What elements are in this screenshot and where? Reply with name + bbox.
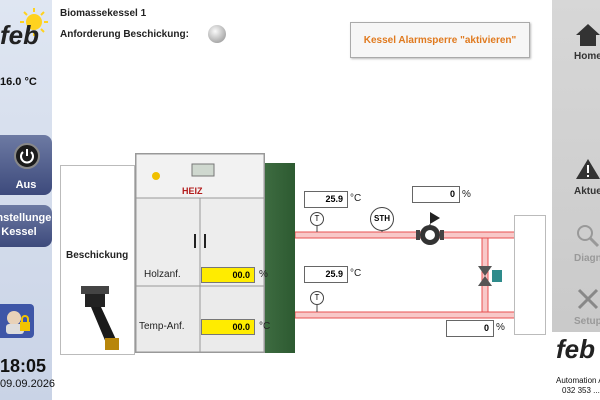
home-icon (576, 24, 600, 46)
right-sidebar: Home Aktuell Diagnose Setup feb Automati… (552, 0, 600, 400)
return-sensor-icon: T (310, 291, 324, 305)
wood-request-value[interactable]: 00.0 (201, 267, 255, 283)
off-button-label: Aus (15, 179, 37, 191)
safety-thermostat-icon: STH (370, 207, 394, 231)
temp-request-value[interactable]: 00.0 (201, 319, 255, 335)
current-label: Aktuell (574, 186, 600, 197)
left-sidebar: feb 16.0 °C Aus Einstellungen Kessel 18:… (0, 0, 59, 400)
temp-request-label: Temp-Anf. (139, 321, 185, 332)
feed-request-indicator (208, 25, 226, 43)
feed-area (60, 165, 135, 355)
tools-icon (577, 288, 599, 310)
brand-text: feb (556, 334, 595, 364)
settings-label-line1: Einstellungen (0, 212, 59, 224)
wood-request-unit: % (259, 269, 268, 280)
feed-label: Beschickung (66, 250, 129, 261)
page-title: Biomassekessel 1 (60, 8, 147, 19)
off-button[interactable]: Aus (0, 135, 52, 195)
diagnose-label: Diagnose (574, 253, 600, 264)
mixer-unit: % (496, 322, 505, 333)
home-label: Home (574, 51, 600, 62)
clock-date: 09.09.2026 (0, 378, 56, 390)
mixer-value: 0 (446, 320, 494, 337)
temp-request-unit: °C (259, 321, 271, 332)
setup-label: Setup (574, 316, 600, 327)
pump-value: 0 (412, 186, 460, 203)
boiler-side-panel (265, 163, 295, 353)
home-button[interactable]: Home (552, 10, 600, 70)
clock-time: 18:05 (0, 356, 47, 376)
sun-icon (20, 8, 48, 36)
flow-sensor-icon: T (310, 212, 324, 226)
feb-logo: feb (0, 6, 52, 50)
flow-temp-unit: °C (350, 193, 362, 204)
mixing-valve-icon (478, 266, 502, 286)
boiler-brand: HEIZ (182, 186, 203, 196)
user-lock-icon (6, 311, 30, 334)
feed-request-label: Anforderung Beschickung: (60, 29, 189, 40)
warning-icon (576, 159, 600, 179)
setup-button[interactable]: Setup (552, 275, 600, 335)
power-icon (14, 143, 40, 169)
diagnose-icon (577, 225, 600, 248)
brand-phone: 032 353 ... (562, 386, 600, 395)
screw-feeder-icon (81, 286, 119, 350)
return-temp-value: 25.9 (304, 266, 348, 283)
current-alarms-button[interactable]: Aktuell (552, 145, 600, 205)
user-lock-button[interactable] (0, 304, 34, 338)
wood-request-label: Holzanf. (144, 269, 181, 280)
feb-brand-logo: feb Automation AG 032 353 ... (552, 332, 600, 400)
outside-temperature: 16.0 °C (0, 76, 37, 88)
return-temp-unit: °C (350, 268, 362, 279)
pump-icon (416, 212, 444, 245)
distributor-box (514, 215, 546, 335)
flow-temp-value: 25.9 (304, 191, 348, 208)
settings-label-line2: Kessel (1, 226, 37, 238)
boiler-settings-button[interactable]: Einstellungen Kessel (0, 205, 59, 247)
alarm-lock-button[interactable]: Kessel Alarmsperre "aktivieren" (350, 22, 530, 58)
pump-unit: % (462, 189, 471, 200)
logo-text: feb (0, 20, 39, 50)
brand-company: Automation AG (556, 376, 600, 385)
diagnose-button[interactable]: Diagnose (552, 212, 600, 272)
